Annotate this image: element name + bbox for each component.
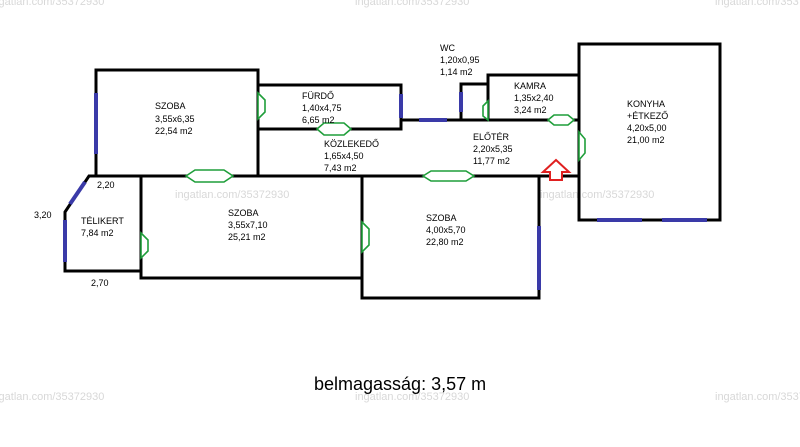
- wall-corridor-bottom: [256, 129, 579, 178]
- room-size: 1,35x2,40: [514, 93, 554, 103]
- room-area: 25,21 m2: [228, 232, 266, 242]
- wall-telikert: [63, 174, 143, 273]
- entrance-arrow-icon: [540, 158, 572, 181]
- dimension-telikert-left: 3,20: [34, 210, 52, 220]
- room-labels: SZOBA 3,55x6,35 22,54 m2 FÜRDŐ 1,40x4,75…: [81, 43, 668, 247]
- room-area: 11,77 m2: [473, 156, 510, 166]
- watermark: ingatlan.com/35372930: [355, 0, 469, 8]
- door-furdo: [315, 122, 353, 136]
- room-name: KÖZLEKEDŐ: [324, 139, 379, 149]
- room-area: 22,80 m2: [426, 237, 464, 247]
- room-area: 22,54 m2: [155, 126, 193, 136]
- room-area: 6,65 m2: [302, 115, 335, 125]
- walls: [63, 42, 722, 300]
- room-area: 7,84 m2: [81, 228, 114, 238]
- room-size: 3,55x7,10: [228, 220, 268, 230]
- room-size: 1,20x0,95: [440, 55, 480, 65]
- door-wc: [482, 99, 489, 122]
- door-konyha: [578, 129, 586, 163]
- room-area: 1,14 m2: [440, 67, 473, 77]
- room-size: 4,20x5,00: [627, 123, 667, 133]
- room-name-line2: +ÉTKEZŐ: [627, 111, 668, 121]
- room-size: 3,55x6,35: [155, 114, 195, 124]
- room-name: WC: [440, 43, 455, 53]
- door-szoba1: [257, 91, 266, 121]
- dimension-telikert-bottom: 2,70: [91, 278, 109, 288]
- door-szoba2-szoba3: [361, 220, 370, 254]
- door-telikert: [140, 231, 149, 260]
- watermarks: ingatlan.com/35372930 ingatlan.com/35372…: [0, 0, 800, 403]
- ceiling-height: belmagasság: 3,57 m: [314, 374, 486, 394]
- room-name: KONYHA: [627, 99, 665, 109]
- room-size: 1,40x4,75: [302, 103, 342, 113]
- door-szoba3: [421, 170, 476, 182]
- watermark: ingatlan.com/35372930: [0, 0, 104, 8]
- dimension-labels: 2,20 3,20 2,70: [34, 180, 115, 288]
- dimension-telikert-top: 2,20: [97, 180, 115, 190]
- windows: [63, 92, 707, 290]
- room-size: 1,65x4,50: [324, 151, 364, 161]
- room-name: SZOBA: [228, 208, 259, 218]
- room-name: ELŐTÉR: [473, 132, 510, 142]
- room-area: 7,43 m2: [324, 163, 357, 173]
- room-area: 21,00 m2: [627, 135, 665, 145]
- room-size: 4,00x5,70: [426, 225, 466, 235]
- watermark: ingatlan.com/35372930: [0, 391, 104, 403]
- watermark: ingatlan.com/35372930: [715, 0, 800, 8]
- room-area: 3,24 m2: [514, 105, 547, 115]
- door-kamra: [546, 114, 576, 126]
- watermark: ingatlan.com/35372930: [355, 391, 469, 403]
- room-name: TÉLIKERT: [81, 216, 124, 226]
- room-size: 2,20x5,35: [473, 144, 513, 154]
- room-name: FÜRDŐ: [302, 91, 334, 101]
- watermark: ingatlan.com/35372930: [540, 189, 654, 201]
- room-name: SZOBA: [155, 101, 186, 111]
- window: [68, 180, 87, 206]
- room-name: KAMRA: [514, 81, 546, 91]
- watermark: ingatlan.com/35372930: [175, 189, 289, 201]
- room-name: SZOBA: [426, 213, 457, 223]
- doors: [140, 91, 586, 260]
- door-szoba2: [184, 169, 235, 183]
- watermark: ingatlan.com/35372930: [715, 391, 800, 403]
